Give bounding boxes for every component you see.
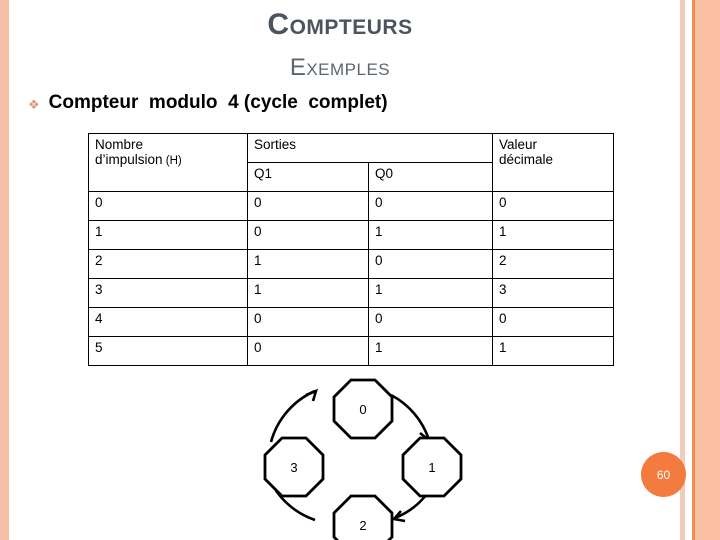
slide-title: Compteurs <box>267 8 413 41</box>
cell-nombre: 5 <box>88 336 248 366</box>
header-valeur-line1: Valeur <box>499 137 538 152</box>
right-accent-line <box>692 0 695 540</box>
cell-q0: 0 <box>368 307 493 337</box>
state-node-0 <box>332 378 394 440</box>
counter-truth-table: Nombre d’impulsion (H) Sorties Valeur dé… <box>88 133 614 366</box>
state-node-1 <box>401 436 463 498</box>
bullet-item: ❖ Compteur modulo 4 (cycle complet) <box>28 92 388 114</box>
cell-nombre: 3 <box>88 278 248 308</box>
cell-q1: 1 <box>247 249 369 279</box>
cell-nombre: 2 <box>88 249 248 279</box>
header-nombre-impulsion: Nombre d’impulsion (H) <box>88 133 248 192</box>
state-cycle-diagram: 0 1 2 3 <box>243 378 493 540</box>
cell-q0: 1 <box>368 336 493 366</box>
cell-q0: 0 <box>368 191 493 221</box>
arrowhead-to-2 <box>391 510 406 523</box>
cell-valeur: 0 <box>492 191 614 221</box>
left-accent-stripe <box>0 0 9 540</box>
header-q1: Q1 <box>247 162 369 192</box>
header-nombre-line1: Nombre <box>95 137 144 152</box>
state-node-3-label: 3 <box>290 460 297 475</box>
header-valeur-line2: décimale <box>499 152 554 167</box>
header-valeur-decimale: Valeur décimale <box>492 133 614 192</box>
state-node-3 <box>263 436 325 498</box>
cell-valeur: 1 <box>492 336 614 366</box>
diamond-bullet-icon: ❖ <box>28 96 40 112</box>
table-header-row-1: Nombre d’impulsion (H) Sorties Valeur dé… <box>88 133 614 192</box>
state-node-2 <box>332 494 394 540</box>
cell-valeur: 2 <box>492 249 614 279</box>
cell-q1: 0 <box>247 220 369 250</box>
slide-number-badge: 60 <box>641 452 686 497</box>
state-node-1-label: 1 <box>428 460 435 475</box>
state-node-0-label: 0 <box>359 402 366 417</box>
cell-q0: 1 <box>368 278 493 308</box>
table-row: 1 0 1 1 <box>88 220 614 250</box>
slide-subtitle: Exemples <box>289 54 391 81</box>
cell-nombre: 1 <box>88 220 248 250</box>
cell-q1: 0 <box>247 191 369 221</box>
right-accent-band <box>695 0 720 540</box>
cell-q1: 0 <box>247 336 369 366</box>
table-row: 2 1 0 2 <box>88 249 614 279</box>
right-thin-stripe <box>680 0 685 540</box>
cell-q0: 0 <box>368 249 493 279</box>
state-node-2-label: 2 <box>359 518 366 533</box>
cell-nombre: 0 <box>88 191 248 221</box>
header-nombre-text: d’impulsion <box>95 152 163 167</box>
table-row: 4 0 0 0 <box>88 307 614 337</box>
transition-0-to-1 <box>390 393 431 441</box>
cell-valeur: 3 <box>492 278 614 308</box>
cell-valeur: 1 <box>492 220 614 250</box>
table-row: 3 1 1 3 <box>88 278 614 308</box>
cell-q1: 0 <box>247 307 369 337</box>
arrowhead-to-0 <box>305 388 319 402</box>
table-row: 0 0 0 0 <box>88 191 614 221</box>
cell-q1: 1 <box>247 278 369 308</box>
header-q0: Q0 <box>368 162 493 192</box>
cell-valeur: 0 <box>492 307 614 337</box>
cell-nombre: 4 <box>88 307 248 337</box>
transition-3-to-0 <box>269 389 316 443</box>
table-row: 5 0 1 1 <box>88 336 614 366</box>
header-nombre-suffix: (H) <box>162 155 182 167</box>
bullet-item-label: Compteur modulo 4 (cycle complet) <box>48 92 388 113</box>
cell-q0: 1 <box>368 220 493 250</box>
header-nombre-line2: d’impulsion (H) <box>95 152 241 167</box>
header-sorties: Sorties <box>247 133 493 163</box>
table-header-row-2: Q1 Q0 <box>89 162 614 192</box>
